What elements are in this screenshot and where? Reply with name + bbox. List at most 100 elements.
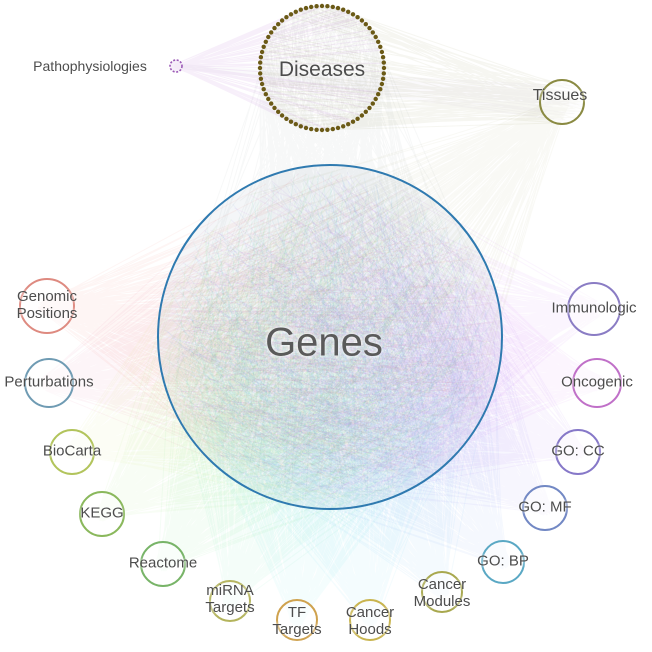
diseases-ring-dot: [276, 109, 281, 115]
diseases-ring-dot: [346, 122, 351, 127]
edge-bundles: [37, 5, 606, 628]
diseases-ring-dot: [293, 122, 298, 127]
diseases-ring-dot: [314, 3, 319, 9]
diseases-ring-dot: [363, 109, 368, 115]
diseases-ring-dot: [363, 22, 368, 27]
diseases-ring-dot: [284, 15, 289, 20]
node-genes[interactable]: [157, 164, 503, 510]
diseases-ring-dot: [325, 3, 330, 9]
diseases-ring-dot: [355, 15, 360, 20]
edge-bundle-mirna-targets-genes: [178, 173, 494, 608]
node-pathophysiologies[interactable]: [169, 59, 183, 73]
diseases-ring-dot: [269, 101, 274, 106]
genes-disc-underlay: [158, 165, 502, 509]
edge-bundle-biocarta-genes: [64, 176, 485, 501]
diseases-ring-dot: [370, 30, 375, 35]
node-perturbations[interactable]: [24, 358, 74, 408]
diseases-ring-dot: [298, 7, 303, 12]
diseases-ring-dot: [309, 126, 314, 132]
node-mirna-targets[interactable]: [209, 580, 251, 622]
node-cancer-hoods[interactable]: [349, 599, 391, 641]
diseases-ring-dot: [303, 125, 309, 131]
diseases-ring-dot: [341, 7, 346, 12]
diseases-ring-dot: [335, 5, 341, 11]
diseases-ring-dot: [257, 65, 263, 71]
diseases-ring-dot: [370, 101, 375, 106]
edge-bundle-oncogenic-genes: [170, 174, 606, 495]
diseases-ring-dot: [279, 113, 285, 118]
edge-bundle-cancer-hoods-genes: [166, 174, 489, 628]
diseases-ring-dot: [373, 96, 378, 102]
diseases-ring-dot: [380, 76, 386, 82]
diseases-ring-dot: [276, 22, 281, 27]
diseases-ring-dot: [330, 4, 335, 10]
edge-bundle-go-mf-genes: [172, 172, 553, 516]
diseases-ring-dot: [367, 105, 372, 111]
node-tissues[interactable]: [539, 79, 585, 125]
diseases-ring-dot: [335, 125, 341, 131]
diseases-ring-dot: [272, 105, 277, 111]
diseases-ring-dot: [288, 12, 294, 17]
diseases-ring-dot: [355, 116, 360, 122]
edge-bundle-genomic-positions-genes: [37, 172, 488, 494]
diseases-ring-dot: [303, 5, 309, 11]
node-cancer-modules[interactable]: [421, 571, 463, 613]
diseases-ring-dot: [259, 81, 265, 87]
edge-bundle-perturbations-genes: [40, 173, 496, 499]
diseases-ring-dot: [359, 113, 365, 118]
diseases-ring-dot: [293, 9, 298, 14]
diseases-ring-dot: [359, 18, 365, 23]
diseases-ring-dot: [288, 119, 294, 124]
diseases-ring-dot: [341, 124, 346, 129]
node-diseases[interactable]: [257, 3, 387, 133]
node-go-cc[interactable]: [555, 429, 601, 475]
diseases-ring-dot: [319, 127, 325, 133]
diseases-ring-dot: [380, 55, 386, 60]
node-oncogenic[interactable]: [572, 358, 622, 408]
genes-disc-fill: [158, 165, 502, 509]
node-reactome[interactable]: [140, 541, 186, 587]
diseases-ring-dot: [373, 34, 378, 40]
diseases-ring-dot: [314, 127, 319, 132]
edge-bundle-diseases-genes: [168, 5, 496, 498]
diseases-ring-dot: [258, 55, 264, 60]
node-go-bp[interactable]: [481, 540, 525, 584]
diseases-ring-dot: [266, 34, 271, 40]
diseases-ring-dot: [346, 9, 351, 14]
diseases-ring-dot: [381, 60, 386, 65]
diseases-ring-dot: [263, 92, 268, 97]
edge-bundle-diseases-tissues: [260, 5, 582, 131]
node-kegg[interactable]: [79, 491, 125, 537]
diseases-ring-dot: [309, 4, 314, 10]
diseases-ring-dot: [259, 49, 265, 55]
edge-bundle-cancer-modules-genes: [167, 174, 494, 600]
diseases-ring-dot: [261, 87, 266, 92]
diseases-ring-dot: [298, 124, 303, 129]
diseases-ring-dot: [279, 18, 285, 23]
node-circles: [19, 3, 622, 641]
diseases-ring-dot: [350, 12, 356, 17]
diseases-ring-dot: [350, 119, 356, 124]
diseases-ring-dot: [378, 87, 383, 92]
diseases-ring-dot: [261, 44, 266, 49]
diseases-ring-dot: [325, 127, 330, 132]
diseases-ring-dot: [376, 39, 381, 44]
node-genomic-positions[interactable]: [19, 278, 75, 334]
edge-bundle-go-cc-genes: [166, 171, 586, 493]
diseases-ring-dot: [367, 25, 372, 31]
diseases-ring-dot: [381, 71, 386, 76]
edge-bundle-kegg-genes: [94, 173, 489, 522]
diseases-ring-dot: [269, 30, 274, 35]
diseases-ring-dot: [266, 96, 271, 102]
node-biocarta[interactable]: [49, 429, 95, 475]
edge-bundle-reactome-genes: [155, 172, 491, 572]
diseases-ring-dot: [381, 65, 387, 71]
node-go-mf[interactable]: [522, 485, 568, 531]
diseases-ring-dot: [263, 39, 268, 44]
diseases-ring-dot: [258, 76, 264, 82]
node-immunologic[interactable]: [567, 282, 621, 336]
diseases-ring-dot: [258, 60, 263, 65]
node-tf-targets[interactable]: [276, 599, 318, 641]
